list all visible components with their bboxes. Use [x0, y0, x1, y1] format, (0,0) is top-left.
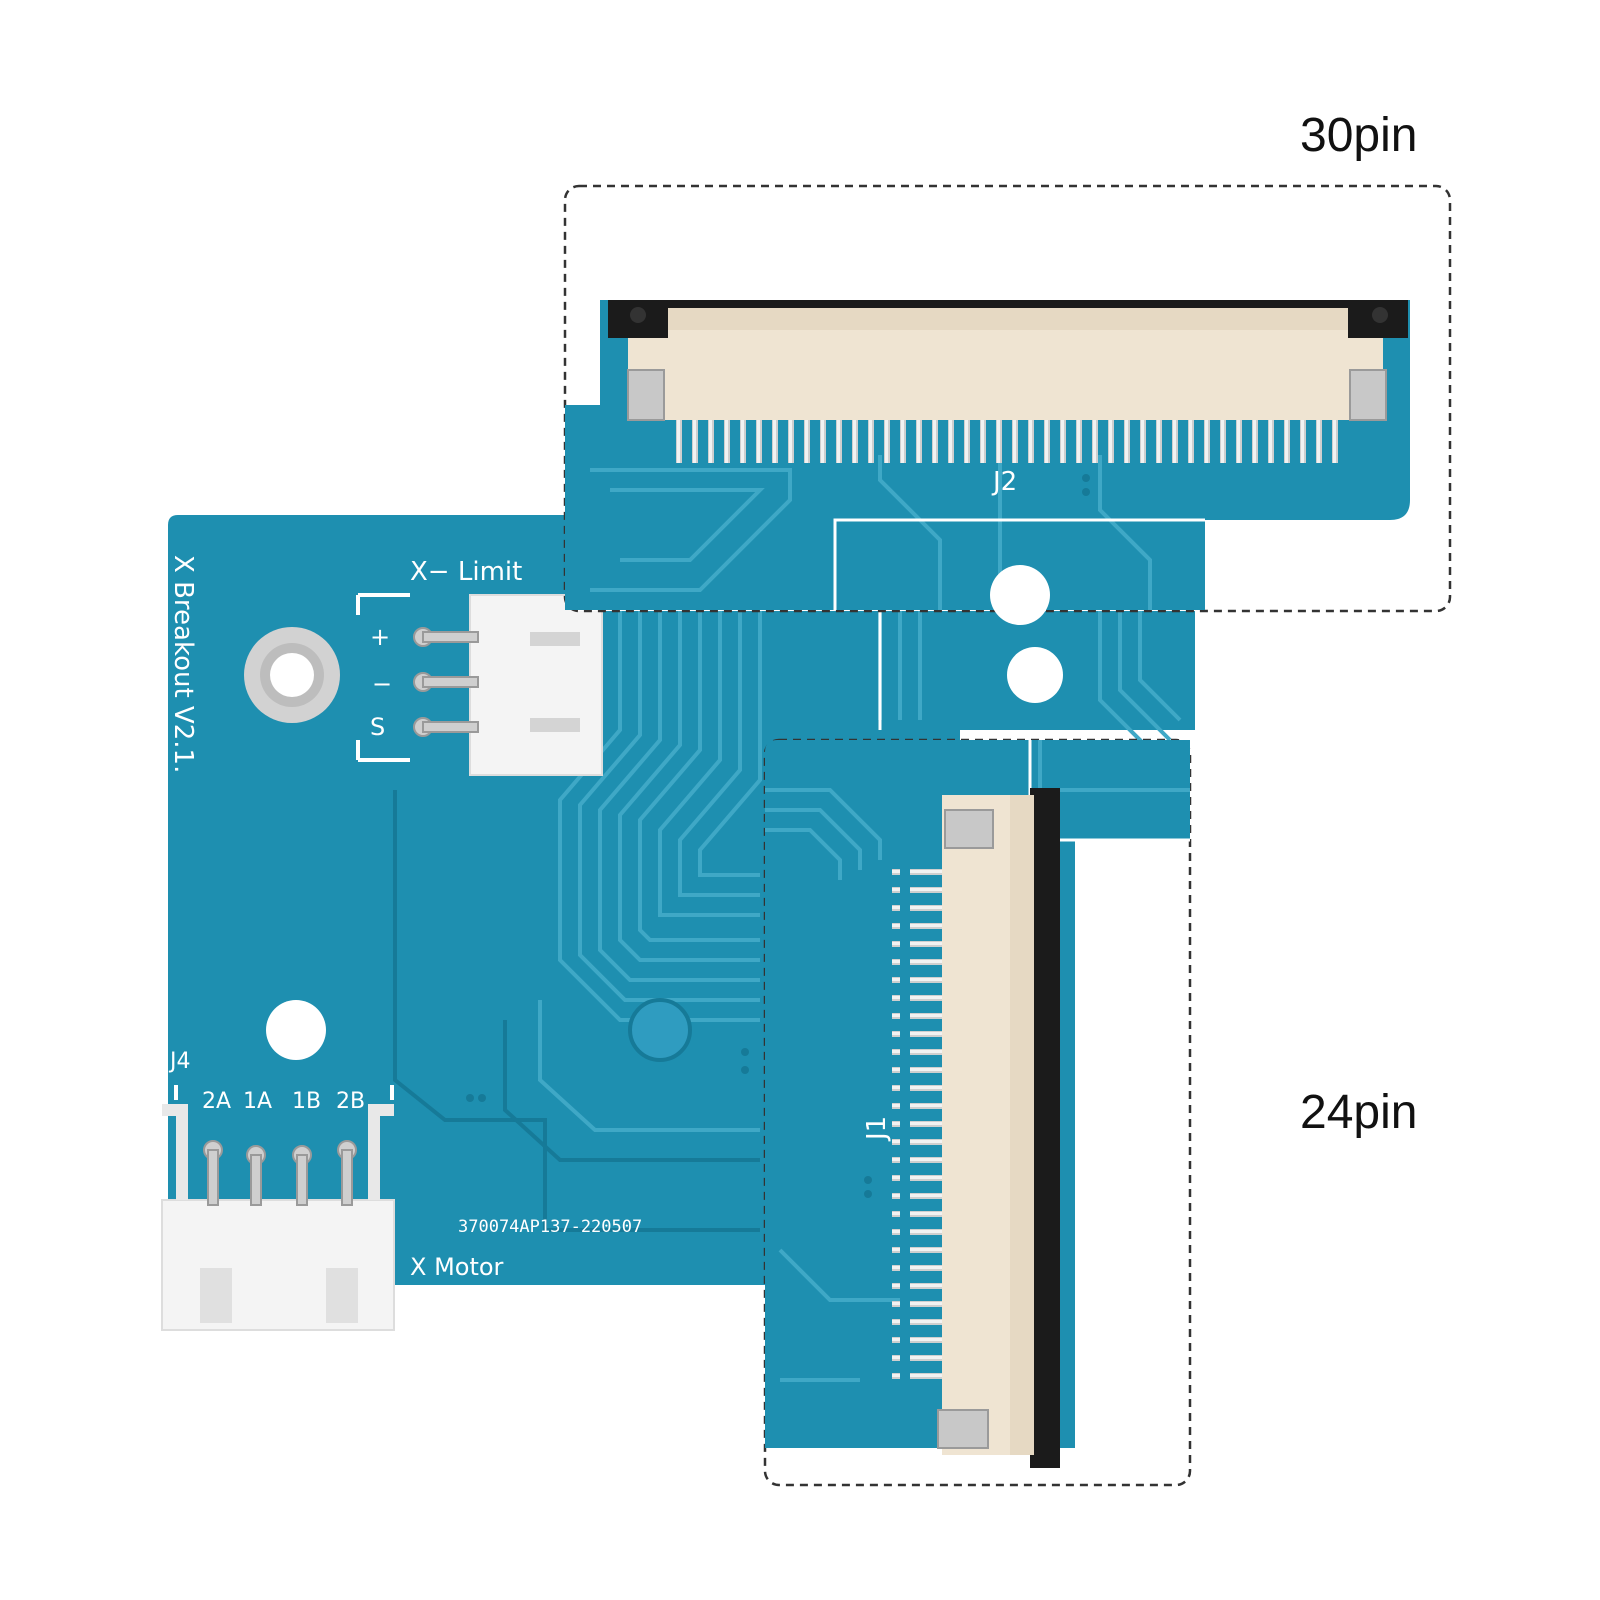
pin-1a-label: 1A: [243, 1089, 272, 1114]
limit-signal-label: S: [370, 713, 385, 741]
limit-plus-label: +: [370, 623, 390, 651]
motor-label: X Motor: [410, 1253, 504, 1281]
motor-connector: [161, 1085, 395, 1331]
part-number-label: 370074AP137-220507: [458, 1217, 642, 1237]
pin-2a-label: 2A: [202, 1089, 231, 1114]
zoom-inset-24pin: J1: [763, 738, 1192, 1487]
j1-label: J1: [862, 1116, 892, 1142]
board-title-label: X Breakout V2.1.: [168, 555, 198, 773]
limit-switch-connector: [356, 593, 603, 776]
zoom-inset-30pin: J2: [563, 184, 1452, 625]
pin-2b-label: 2B: [336, 1089, 365, 1114]
j4-label: J4: [168, 1049, 191, 1074]
trace-bundle: [558, 600, 1182, 1022]
limit-minus-label: −: [372, 670, 392, 698]
pin-1b-label: 1B: [292, 1089, 321, 1114]
j2-label: J2: [991, 467, 1017, 497]
callout-30pin: 30pin: [1300, 109, 1418, 162]
limit-header-label: X− Limit: [410, 557, 522, 587]
callout-24pin: 24pin: [1300, 1086, 1418, 1139]
